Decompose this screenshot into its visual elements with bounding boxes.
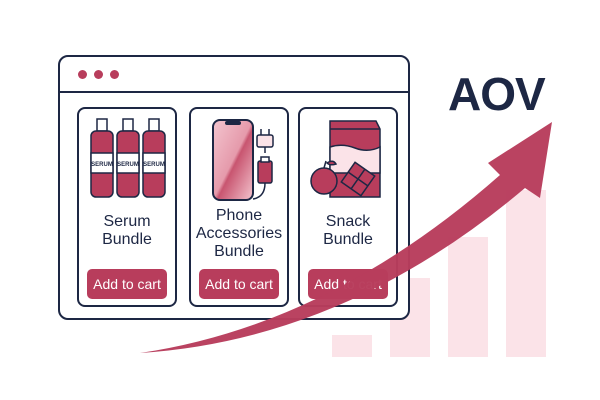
growth-bar-1 xyxy=(332,335,372,357)
product-title: Phone Accessories Bundle xyxy=(195,207,283,260)
product-title: Snack Bundle xyxy=(323,213,373,248)
growth-bar-4 xyxy=(506,190,546,357)
add-to-cart-button[interactable]: Add to cart xyxy=(199,269,279,299)
window-minimize-dot[interactable] xyxy=(94,70,103,79)
svg-text:SERUM: SERUM xyxy=(117,162,139,168)
product-card-snack: Snack Bundle Add to cart xyxy=(298,107,398,307)
growth-bar-3 xyxy=(448,237,488,357)
phone-charger-icon xyxy=(212,119,274,201)
product-card-serum: SERUM SERUM SERUM Serum Bundle xyxy=(77,107,177,307)
aov-label: AOV xyxy=(448,68,546,120)
serum-bottles-icon: SERUM SERUM SERUM xyxy=(90,118,166,198)
browser-title-bar xyxy=(60,57,408,93)
svg-text:SERUM: SERUM xyxy=(91,162,113,168)
add-to-cart-button[interactable]: Add to cart xyxy=(87,269,167,299)
browser-window: SERUM SERUM SERUM Serum Bundle xyxy=(58,55,410,320)
product-card-phone-accessories: Phone Accessories Bundle Add to cart xyxy=(189,107,289,307)
window-maximize-dot[interactable] xyxy=(110,70,119,79)
product-title: Serum Bundle xyxy=(102,213,152,248)
window-close-dot[interactable] xyxy=(78,70,87,79)
add-to-cart-button[interactable]: Add to cart xyxy=(308,269,388,299)
snack-bag-icon xyxy=(310,120,381,198)
svg-text:SERUM: SERUM xyxy=(143,162,165,168)
